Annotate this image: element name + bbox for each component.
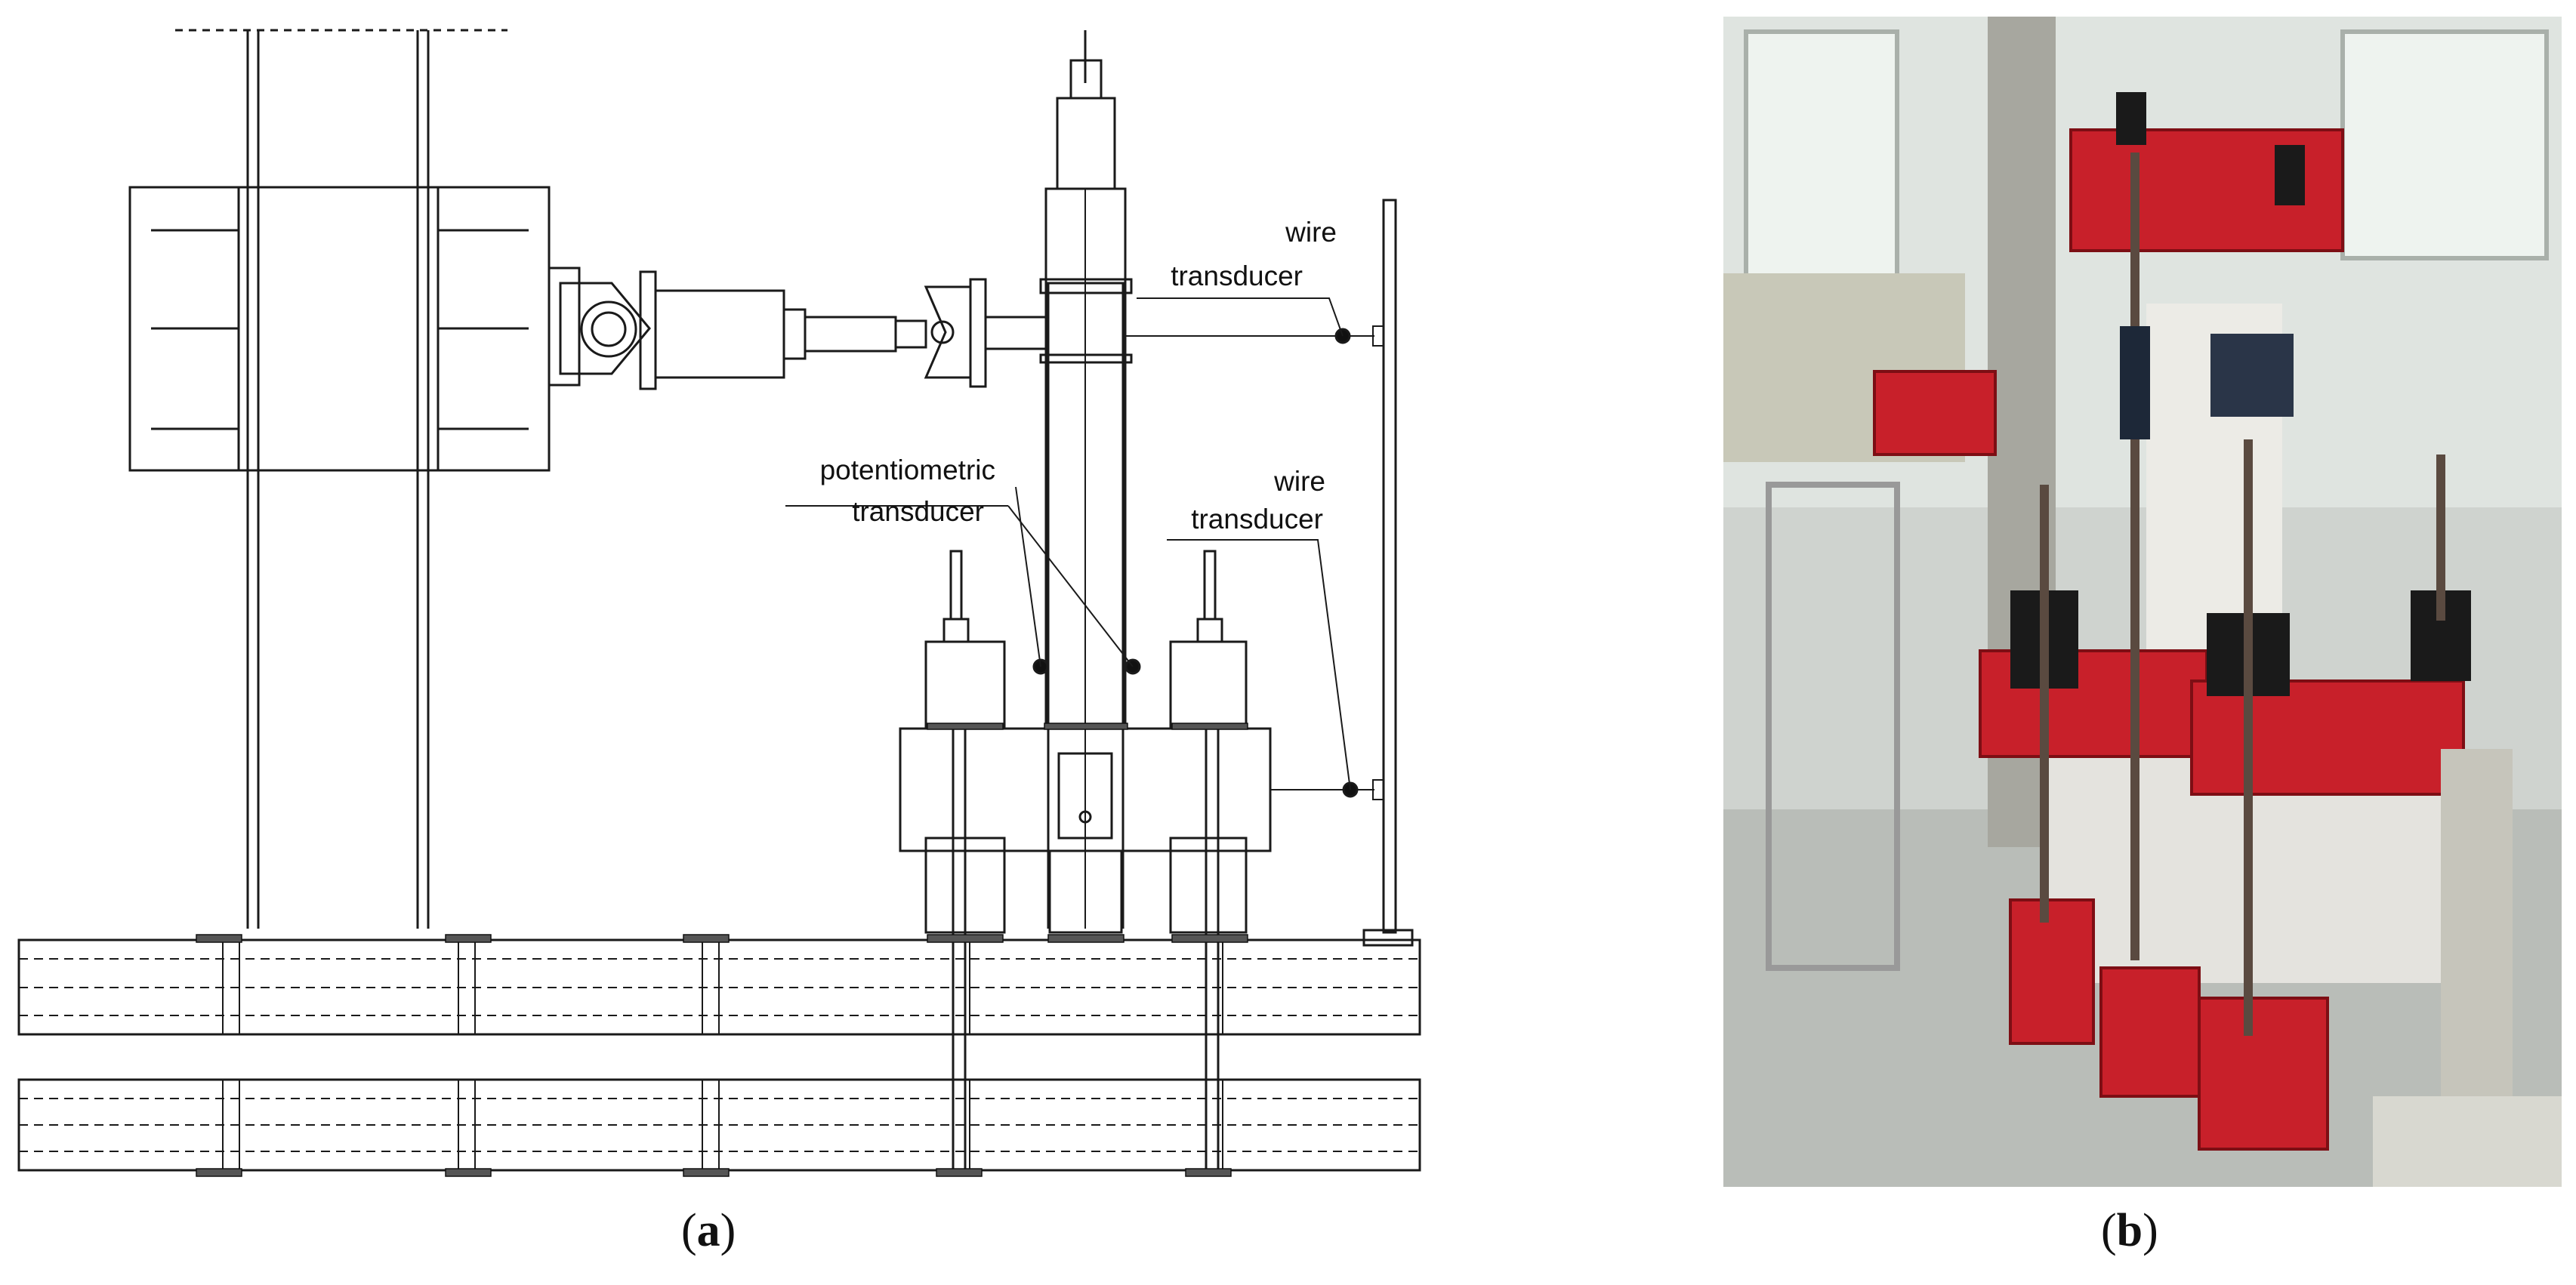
tie-rod-left: [924, 550, 1006, 1170]
wire-transducer-label-top-2: transducer: [1171, 260, 1303, 291]
caption-b: (b): [2101, 1205, 2158, 1256]
wire-transducer-label-mid-1: wire: [1273, 466, 1325, 497]
column-base: [1048, 849, 1123, 934]
actuator-mounting-plate: [128, 186, 551, 472]
floor-slab: [2373, 1096, 2562, 1187]
wire-transducer-mid: [1167, 539, 1384, 800]
wire-transducer-top: [1125, 297, 1384, 347]
tie-rod-right: [1169, 550, 1248, 1170]
test-setup-drawing: wire transducer potentiometric transduce…: [17, 29, 1421, 1177]
anchor-plates: [196, 723, 1248, 1177]
anchor-holes: [222, 939, 1223, 1171]
hall-window-2: [2340, 29, 2549, 260]
specimen-column: [1039, 30, 1133, 929]
potentiometric-label-1: potentiometric: [820, 455, 995, 485]
potentiometric-label-2: transducer: [852, 496, 984, 527]
potentiometric-transducers: [785, 486, 1141, 675]
wire-transducer-label-mid-2: transducer: [1191, 504, 1323, 535]
test-setup-photo: [1723, 17, 2562, 1187]
hall-window: [1744, 29, 1899, 283]
reaction-column: [246, 30, 430, 929]
hydraulic-actuator: [548, 267, 1047, 390]
transducer-stand: [1362, 199, 1414, 947]
wire-transducer-label-top-1: wire: [1285, 217, 1337, 248]
steel-plate: [2210, 334, 2294, 417]
threaded-rods: [2040, 153, 2445, 1036]
steel-plate-side: [2120, 326, 2150, 439]
scaffolding: [1766, 482, 1900, 971]
caption-a: (a): [681, 1205, 736, 1256]
red-frames: [1873, 128, 2465, 1151]
